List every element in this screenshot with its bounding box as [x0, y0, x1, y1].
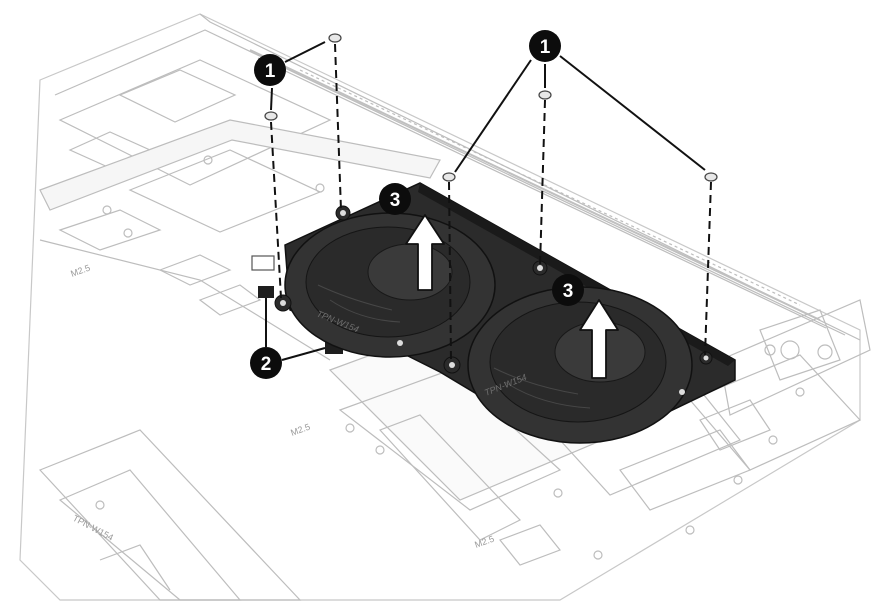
callout-leaders [265, 41, 706, 361]
screw-icon [328, 33, 342, 43]
screw-icon [704, 172, 718, 182]
callout-number: 1 [265, 61, 276, 82]
callout-2: 2 [250, 347, 282, 379]
lift-arrows [405, 214, 619, 379]
callout-1-left: 1 [254, 54, 286, 86]
lift-arrow-icon [405, 214, 445, 291]
screws [264, 33, 718, 361]
callout-3-right: 3 [552, 274, 584, 306]
board-label: TPN-W154 [71, 513, 115, 543]
screw-icon [264, 111, 278, 121]
left-fan [284, 212, 496, 358]
callout-number: 3 [563, 281, 574, 302]
callout-number: 3 [390, 190, 401, 211]
fan-assembly: TPN-W154 TPN-W154 [274, 182, 736, 444]
callout-number: 1 [540, 37, 551, 58]
screw-icon [538, 90, 552, 100]
callout-3-left: 3 [379, 183, 411, 215]
bracket-label: M2.5 [69, 263, 91, 279]
right-fan [467, 286, 693, 444]
bracket-label: M2.5 [289, 422, 311, 438]
screw-icon [442, 172, 456, 182]
lift-arrow-icon [579, 299, 619, 379]
callout-number: 2 [261, 354, 272, 375]
callout-1-right: 1 [529, 30, 561, 62]
